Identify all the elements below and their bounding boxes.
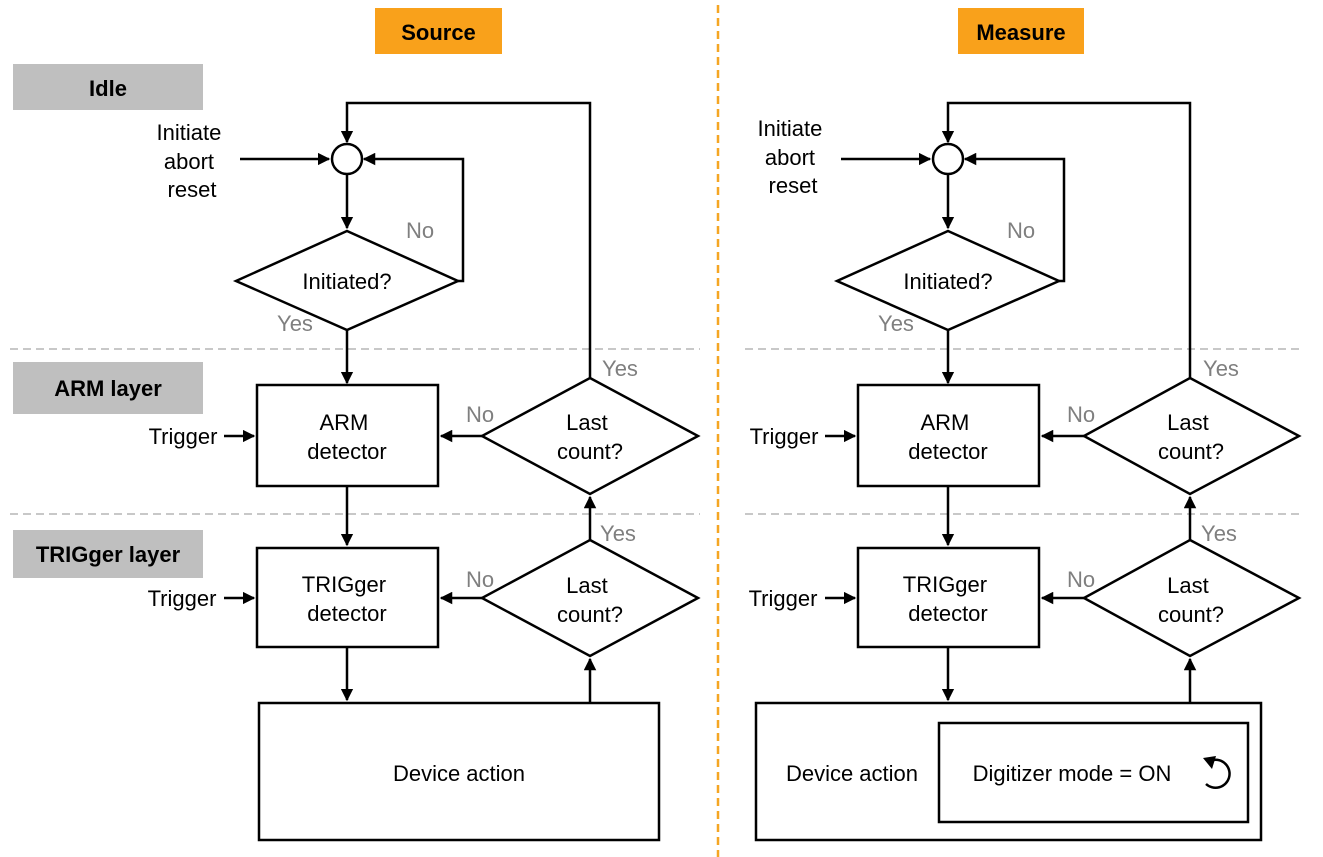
layer-idle-bg	[13, 64, 203, 110]
source-arm-yes-label: Yes	[602, 356, 638, 381]
measure-arm-last-count	[1081, 376, 1302, 496]
source-device-action-text: Device action	[393, 761, 525, 786]
source-junction	[330, 142, 364, 176]
measure-yes-label-idle: Yes	[878, 311, 914, 336]
source-initiated-text: Initiated?	[302, 269, 391, 294]
source-trigger-detector-text: TRIGger detector	[302, 572, 392, 626]
measure-device-action-text: Device action	[786, 761, 918, 786]
source-trig-no-label: No	[466, 567, 494, 592]
measure-no-label-idle: No	[1007, 218, 1035, 243]
layer-arm-label: ARM layer	[54, 376, 162, 401]
source-trigger-detector	[255, 546, 440, 649]
loop-refresh-icon	[1203, 756, 1231, 789]
layer-trigger-label: TRIGger layer	[36, 542, 181, 567]
source-header: Source	[401, 20, 476, 45]
measure-trigger-detector	[856, 546, 1041, 649]
source-no-label-idle: No	[406, 218, 434, 243]
measure-arm-detector-text: ARM detector	[908, 410, 988, 464]
source-arm-no-label: No	[466, 402, 494, 427]
measure-header-bg	[958, 8, 1084, 54]
measure-trig-yes-label: Yes	[1201, 521, 1237, 546]
measure-trig-last-count	[1081, 538, 1302, 658]
source-flow: Initiate abort reset Initiated? No Yes A…	[148, 101, 701, 842]
source-arm-last-count	[479, 376, 701, 496]
source-arm-trigger-input: Trigger	[149, 424, 218, 449]
source-initiate-text: Initiate abort reset	[157, 120, 228, 202]
source-arm-detector-text: ARM detector	[307, 410, 387, 464]
measure-header: Measure	[976, 20, 1065, 45]
digitizer-mode-text: Digitizer mode = ON	[973, 761, 1172, 786]
source-yes-label-idle: Yes	[277, 311, 313, 336]
source-trig-yes-label: Yes	[600, 521, 636, 546]
measure-initiate-text: Initiate abort reset	[758, 116, 829, 198]
measure-arm-trigger-input: Trigger	[750, 424, 819, 449]
measure-trig-trigger-input: Trigger	[749, 586, 818, 611]
measure-trig-last-count-text: Last count?	[1158, 573, 1224, 627]
measure-arm-last-count-text: Last count?	[1158, 410, 1224, 464]
measure-arm-yes-label: Yes	[1203, 356, 1239, 381]
source-arm-detector	[255, 383, 440, 488]
measure-trig-no-label: No	[1067, 567, 1095, 592]
digitizer-mode-box	[937, 721, 1250, 824]
source-header-bg	[375, 8, 502, 54]
source-arm-last-count-text: Last count?	[557, 410, 623, 464]
layer-arm-bg	[13, 362, 203, 414]
measure-arm-no-label: No	[1067, 402, 1095, 427]
measure-flow: Initiate abort reset Initiated? No Yes A…	[749, 101, 1302, 842]
measure-junction	[931, 142, 965, 176]
source-trig-last-count	[479, 538, 701, 658]
layer-idle-label: Idle	[89, 76, 127, 101]
source-trig-trigger-input: Trigger	[148, 586, 217, 611]
source-trig-last-count-text: Last count?	[557, 573, 623, 627]
layer-trigger-bg	[13, 530, 203, 578]
measure-arm-detector	[856, 383, 1041, 488]
measure-trigger-detector-text: TRIGger detector	[903, 572, 993, 626]
measure-initiated-text: Initiated?	[903, 269, 992, 294]
source-device-action	[257, 701, 661, 842]
